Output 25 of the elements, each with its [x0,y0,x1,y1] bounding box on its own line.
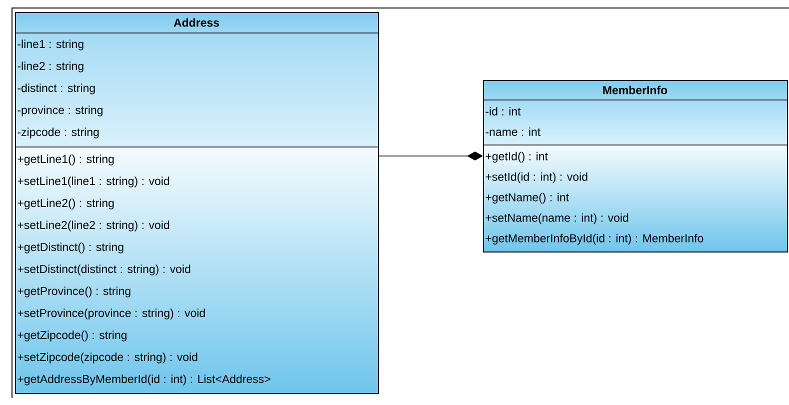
method-text: +getAddressByMemberId(id : int) : List<Address> [18,374,270,386]
method-text: +getLine1() : string [18,154,114,166]
method-text: +setName(name : int) : void [486,213,628,224]
method-text: +getLine2() : string [18,198,114,210]
method-text: +getDistinct() : string [18,242,124,254]
method-text: +getZipcode() : string [18,330,126,342]
class-name: MemberInfo [603,86,668,94]
attribute-text: -name : int [486,128,540,136]
method-text: +getProvince() : string [18,286,130,298]
attribute-text: -id : int [486,107,521,116]
method-text: +setLine2(line2 : string) : void [18,220,170,232]
attribute-text: -zipcode : string [18,128,99,138]
class-name: Address [174,18,220,27]
method-text: +getName() : int [486,192,569,204]
attribute-text: -line1 : string [18,40,84,50]
method-text: +setProvince(province : string) : void [18,308,205,320]
method-text: +setLine1(line1 : string) : void [18,176,170,188]
attribute-text: -distinct : string [18,84,95,94]
method-text: +getMemberInfoById(id : int) : MemberInfo [486,234,704,245]
method-text: +setZipcode(zipcode : string) : void [18,352,198,364]
attribute-text: -line2 : string [18,62,84,72]
method-text: +setDistinct(distinct : string) : void [18,264,190,276]
method-text: +setId(id : int) : void [486,172,588,184]
attribute-text: -province : string [18,106,102,116]
method-text: +getId() : int [486,152,548,163]
